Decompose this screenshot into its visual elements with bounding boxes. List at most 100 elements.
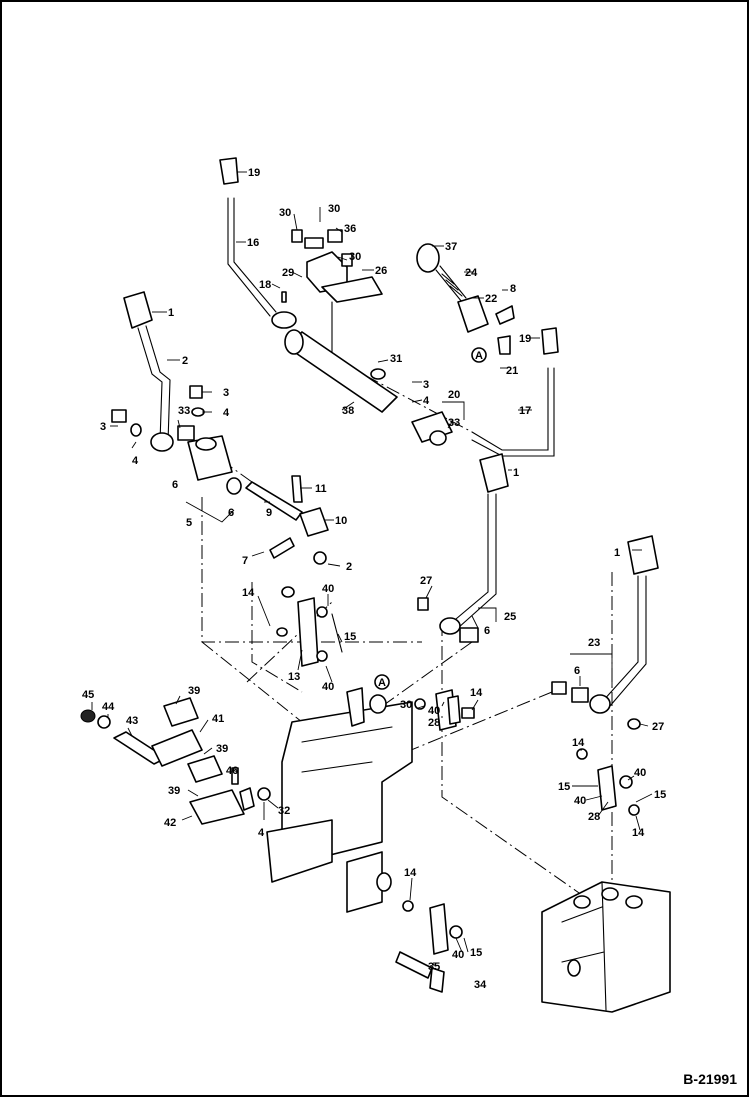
callout-label: 31	[390, 353, 402, 365]
callout-label: 29	[282, 267, 294, 279]
callout-label: 33	[178, 405, 190, 417]
callout-label: 22	[485, 293, 497, 305]
control-lever-right	[551, 535, 659, 730]
callout-label: 40	[322, 583, 334, 595]
callout-label: 34	[474, 979, 487, 991]
callout-label: 2	[346, 561, 352, 573]
callout-label: 11	[315, 483, 327, 495]
callout-label: 7	[242, 555, 248, 567]
callout-label: 28	[428, 717, 440, 729]
callout-label: 6	[574, 665, 580, 677]
callout-label: 17	[519, 405, 531, 417]
callout-label: 15	[470, 947, 482, 959]
callout-label: 39	[216, 743, 228, 755]
pedal-group	[80, 697, 271, 825]
callout-label: 26	[375, 265, 387, 277]
control-lever-center	[417, 453, 509, 643]
bottom-clip-35	[395, 900, 463, 993]
callout-label: 39	[188, 685, 200, 697]
control-valve-block	[541, 881, 671, 1013]
callout-label: 6	[228, 507, 234, 519]
callout-label: 28	[588, 811, 600, 823]
callout-label: 40	[428, 705, 440, 717]
drawing-reference-code: B-21991	[683, 1071, 737, 1087]
callout-label: 30	[400, 699, 412, 711]
callout-label: 10	[335, 515, 347, 527]
bracket-13	[276, 586, 343, 667]
callout-label: 40	[452, 949, 464, 961]
callout-label: 18	[259, 279, 271, 291]
shaft-assembly-38	[284, 229, 398, 413]
travel-lever-right	[411, 327, 559, 457]
callout-label: 8	[510, 283, 516, 295]
callout-label: 45	[82, 689, 94, 701]
callout-label: 33	[448, 417, 460, 429]
callout-label: 36	[344, 223, 356, 235]
callout-label: 43	[126, 715, 138, 727]
spring-assembly-24	[416, 243, 515, 355]
callout-label: 40	[574, 795, 586, 807]
callout-label: 15	[558, 781, 570, 793]
callout-label: 23	[588, 637, 600, 649]
reference-letter: A	[475, 350, 483, 362]
callout-label: 14	[572, 737, 585, 749]
callout-label: 27	[420, 575, 432, 587]
callout-label: 6	[484, 625, 490, 637]
callout-label: 37	[445, 241, 457, 253]
part-callouts: 19 16 18 30 30 36 30 29 26 37 24 8 22 19…	[82, 167, 666, 991]
reference-letter: A	[378, 677, 386, 689]
callout-label: 3	[100, 421, 106, 433]
callout-label: 14	[404, 867, 417, 879]
callout-label: 21	[506, 365, 518, 377]
callout-label: 35	[428, 961, 440, 973]
callout-label: 14	[470, 687, 483, 699]
callout-label: 4	[223, 407, 230, 419]
callout-label: 20	[448, 389, 460, 401]
callout-label: 19	[519, 333, 531, 345]
callout-label: 6	[172, 479, 178, 491]
callout-label: 46	[226, 765, 238, 777]
leader-lines	[91, 171, 653, 966]
callout-label: 30	[328, 203, 340, 215]
callout-label: 15	[654, 789, 666, 801]
control-lever-left	[111, 291, 205, 452]
callout-label: 19	[248, 167, 260, 179]
callout-label: 39	[168, 785, 180, 797]
callout-label: 15	[344, 631, 356, 643]
callout-label: 4	[258, 827, 265, 839]
reference-marker-a-upper: A	[471, 347, 487, 363]
callout-label: 41	[212, 713, 224, 725]
callout-label: 1	[614, 547, 620, 559]
clip-assembly-28-right	[576, 748, 640, 816]
callout-label: 3	[223, 387, 229, 399]
callout-label: 38	[342, 405, 354, 417]
travel-lever-left	[219, 157, 297, 329]
callout-label: 1	[513, 467, 519, 479]
callout-label: 42	[164, 817, 176, 829]
callout-label: 9	[266, 507, 272, 519]
callout-label: 32	[278, 805, 290, 817]
callout-label: 25	[504, 611, 516, 623]
callout-label: 5	[186, 517, 192, 529]
callout-label: 30	[279, 207, 291, 219]
callout-label: 13	[288, 671, 300, 683]
callout-label: 24	[465, 267, 478, 279]
reference-marker-a-lower: A	[374, 674, 390, 690]
callout-label: 30	[349, 251, 361, 263]
callout-label: 4	[423, 395, 430, 407]
callout-label: 40	[634, 767, 646, 779]
callout-label: 14	[632, 827, 645, 839]
callout-label: 2	[182, 355, 188, 367]
callout-label: 1	[168, 307, 174, 319]
callout-label: 14	[242, 587, 255, 599]
frame-structure	[266, 687, 413, 913]
pivot-block-5	[187, 435, 329, 565]
callout-label: 4	[132, 455, 139, 467]
callout-label: 40	[322, 681, 334, 693]
clip-assembly-28-center	[414, 689, 475, 731]
callout-label: 3	[423, 379, 429, 391]
callout-label: 44	[102, 701, 115, 713]
callout-label: 27	[652, 721, 664, 733]
